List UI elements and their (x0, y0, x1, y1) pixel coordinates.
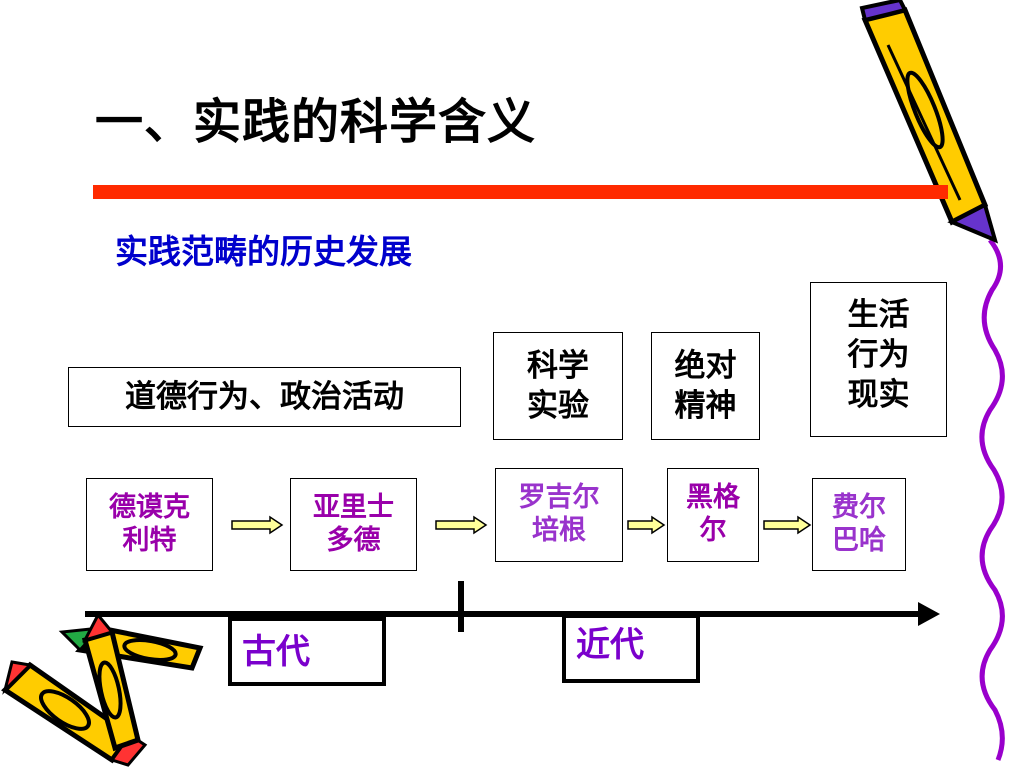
arrow-2 (435, 515, 488, 535)
philosopher-line: 亚里士 (313, 492, 394, 523)
arrow-1 (231, 515, 284, 535)
era-box-ancient: 古代 (228, 617, 386, 686)
concept-box-absolute-spirit: 绝对 精神 (651, 332, 760, 440)
concept-box-moral-political: 道德行为、政治活动 (68, 367, 461, 427)
philosopher-line: 罗吉尔 (518, 482, 600, 513)
concept-line: 科学 (527, 348, 589, 384)
pencils-icon-bottom-left (1, 612, 204, 767)
philosopher-line: 黑格 (686, 482, 740, 513)
page-title: 一、实践的科学含义 (95, 94, 537, 150)
arrow-4 (763, 515, 812, 535)
concept-line: 生活 (847, 297, 910, 333)
philosopher-box-democritus: 德谟克 利特 (86, 478, 213, 571)
philosopher-box-hegel: 黑格 尔 (667, 468, 759, 562)
wavy-border-right (979, 238, 1005, 761)
philosopher-line: 巴哈 (832, 525, 886, 556)
philosopher-box-aristotle: 亚里士 多德 (290, 478, 417, 571)
timeline-arrowhead (918, 602, 940, 626)
philosopher-box-feuerbach: 费尔 巴哈 (812, 478, 906, 571)
title-underline (93, 185, 948, 199)
flow-arrows (231, 515, 812, 535)
concept-box-life-reality: 生活 行为 现实 (810, 282, 947, 437)
philosopher-line: 费尔 (832, 492, 886, 523)
concept-line: 道德行为、政治活动 (125, 379, 404, 415)
concept-line: 现实 (847, 377, 910, 413)
philosopher-line: 德谟克 (109, 492, 190, 523)
philosopher-line: 多德 (326, 525, 381, 556)
section-subtitle: 实践范畴的历史发展 (115, 232, 412, 271)
concept-line: 绝对 (674, 348, 737, 384)
pencil-icon-top-right (859, 0, 999, 244)
concept-line: 行为 (847, 337, 910, 373)
arrow-3 (627, 515, 666, 535)
philosopher-line: 培根 (532, 515, 586, 546)
philosopher-line: 尔 (699, 515, 727, 546)
philosopher-box-roger-bacon: 罗吉尔 培根 (495, 468, 623, 562)
era-box-modern: 近代 (562, 614, 700, 683)
concept-box-scientific-experiment: 科学 实验 (493, 332, 623, 440)
concept-line: 实验 (527, 388, 589, 424)
concept-line: 精神 (674, 388, 737, 424)
philosopher-line: 利特 (122, 525, 177, 556)
